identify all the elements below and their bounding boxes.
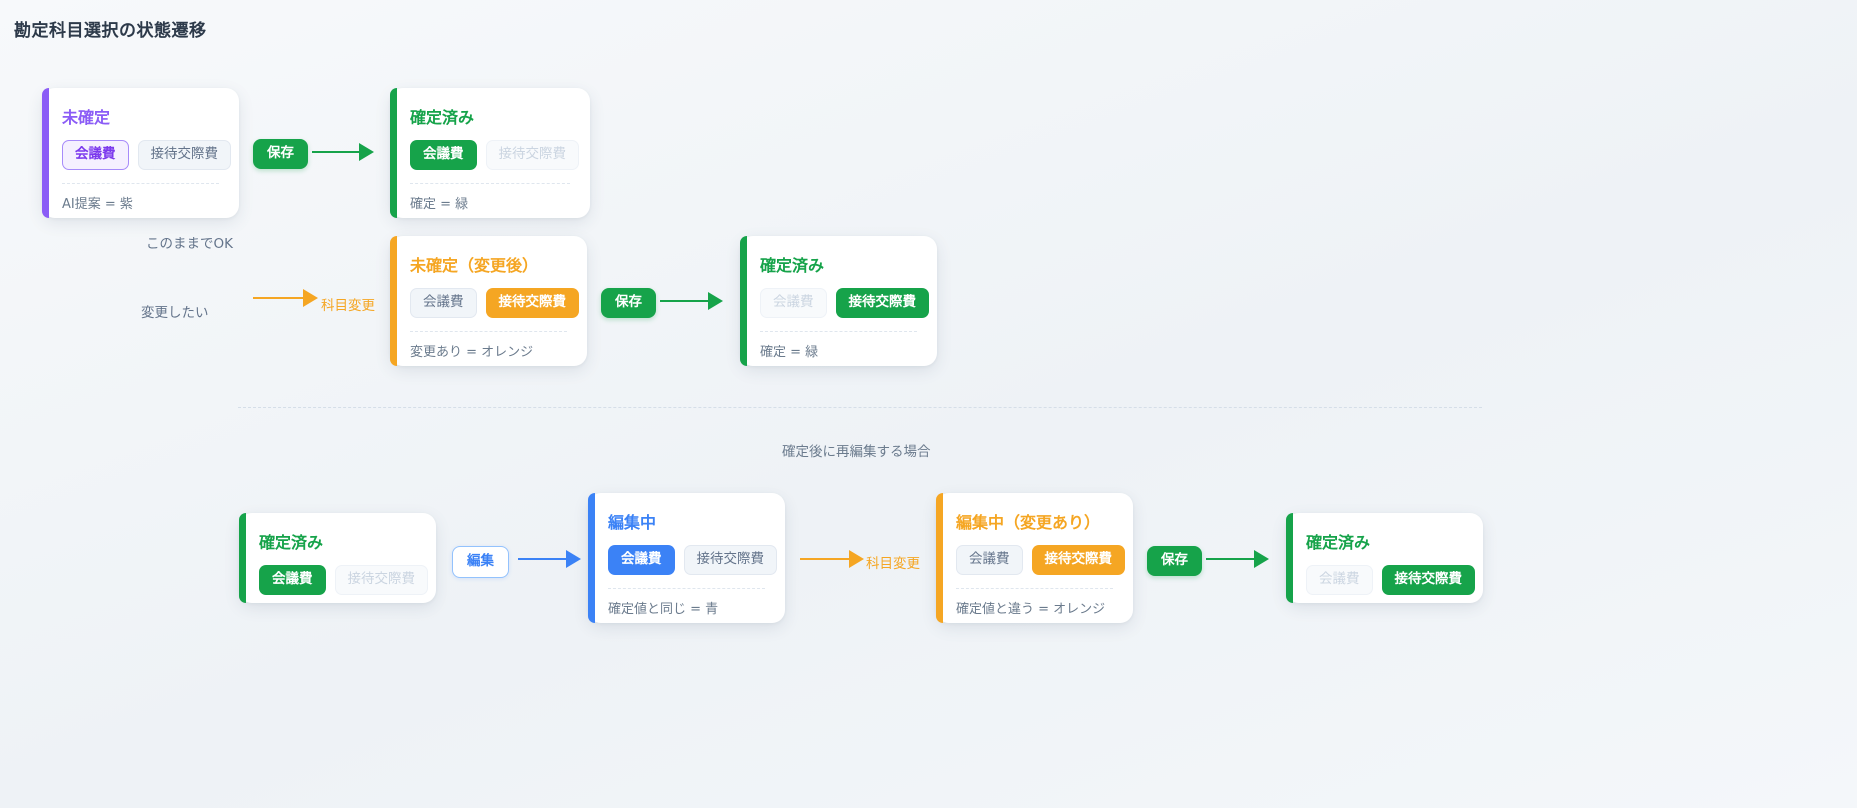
- card-divider: [62, 182, 219, 184]
- arrow-shaft: [312, 150, 359, 154]
- arrow-save-1: [312, 142, 374, 162]
- chip-kaigihi[interactable]: 会議費: [608, 545, 675, 575]
- chip-settaikousaihi[interactable]: 接待交際費: [485, 140, 579, 170]
- arrow-label-change-category-top: 科目変更: [321, 298, 375, 314]
- save-button-1[interactable]: 保存: [253, 139, 308, 169]
- arrow-save-2: [660, 291, 723, 311]
- chip-row: 会議費 接待交際費: [62, 140, 231, 170]
- card-note: 確定値と違う = オレンジ: [956, 601, 1106, 617]
- card-title: 確定済み: [760, 256, 825, 275]
- chip-kaigihi[interactable]: 会議費: [956, 545, 1023, 575]
- card-confirmed-top: 確定済み 会議費 接待交際費 確定 = 緑: [390, 88, 590, 218]
- card-unconfirmed: 未確定 会議費 接待交際費 AI提案 = 紫: [42, 88, 239, 218]
- chip-settaikousaihi[interactable]: 接待交際費: [1381, 565, 1475, 595]
- card-title: 確定済み: [1306, 533, 1371, 552]
- arrow-shaft: [253, 296, 303, 300]
- edit-button[interactable]: 編集: [452, 546, 509, 578]
- card-title: 未確定（変更後）: [410, 256, 539, 275]
- card-title: 編集中: [608, 513, 657, 532]
- card-divider: [956, 587, 1113, 589]
- card-note: 確定 = 緑: [760, 344, 819, 360]
- arrow-head: [303, 289, 318, 307]
- card-title: 未確定: [62, 108, 111, 127]
- save-button-2[interactable]: 保存: [601, 288, 656, 318]
- chip-settaikousaihi[interactable]: 接待交際費: [485, 288, 579, 318]
- card-divider: [760, 330, 917, 332]
- card-confirmed-middle: 確定済み 会議費 接待交際費 確定 = 緑: [740, 236, 937, 366]
- card-editing: 編集中 会議費 接待交際費 確定値と同じ = 青: [588, 493, 785, 623]
- arrow-change-category-bottom: [800, 549, 864, 569]
- chip-kaigihi[interactable]: 会議費: [760, 288, 827, 318]
- chip-row: 会議費 接待交際費: [410, 288, 579, 318]
- chip-kaigihi[interactable]: 会議費: [410, 140, 477, 170]
- page-title: 勘定科目選択の状態遷移: [14, 21, 207, 41]
- chip-row: 会議費 接待交際費: [410, 140, 579, 170]
- arrow-shaft: [660, 299, 708, 303]
- arrow-save-3: [1206, 549, 1269, 569]
- card-note: 変更あり = オレンジ: [410, 344, 534, 360]
- branch-label-ok: このままでOK: [146, 236, 233, 252]
- section-divider: [238, 407, 1482, 408]
- arrow-shaft: [518, 557, 566, 561]
- chip-kaigihi[interactable]: 会議費: [410, 288, 477, 318]
- chip-settaikousaihi[interactable]: 接待交際費: [683, 545, 777, 575]
- card-editing-changed: 編集中（変更あり） 会議費 接待交際費 確定値と違う = オレンジ: [936, 493, 1133, 623]
- branch-label-change: 変更したい: [141, 305, 209, 321]
- card-unconfirmed-changed: 未確定（変更後） 会議費 接待交際費 変更あり = オレンジ: [390, 236, 587, 366]
- chip-row: 会議費 接待交際費: [760, 288, 929, 318]
- card-divider: [410, 182, 570, 184]
- chip-settaikousaihi[interactable]: 接待交際費: [1031, 545, 1125, 575]
- save-button-3[interactable]: 保存: [1147, 546, 1202, 576]
- chip-row: 会議費 接待交際費: [608, 545, 777, 575]
- chip-settaikousaihi[interactable]: 接待交際費: [137, 140, 231, 170]
- chip-settaikousaihi[interactable]: 接待交際費: [835, 288, 929, 318]
- card-confirmed-start: 確定済み 会議費 接待交際費: [239, 513, 436, 603]
- card-note: AI提案 = 紫: [62, 196, 133, 212]
- arrow-head: [708, 292, 723, 310]
- card-confirmed-end: 確定済み 会議費 接待交際費: [1286, 513, 1483, 603]
- chip-row: 会議費 接待交際費: [259, 565, 428, 595]
- section-label-reedit: 確定後に再編集する場合: [782, 444, 931, 460]
- chip-kaigihi[interactable]: 会議費: [62, 140, 129, 170]
- arrow-edit: [518, 549, 581, 569]
- arrow-label-change-category-bottom: 科目変更: [866, 556, 920, 572]
- card-title: 編集中（変更あり）: [956, 513, 1101, 532]
- arrow-head: [359, 143, 374, 161]
- card-title: 確定済み: [410, 108, 475, 127]
- arrow-head: [566, 550, 581, 568]
- chip-row: 会議費 接待交際費: [1306, 565, 1475, 595]
- card-note: 確定 = 緑: [410, 196, 469, 212]
- card-title: 確定済み: [259, 533, 324, 552]
- card-divider: [410, 330, 567, 332]
- arrow-shaft: [1206, 557, 1254, 561]
- arrow-head: [849, 550, 864, 568]
- chip-kaigihi[interactable]: 会議費: [1306, 565, 1373, 595]
- arrow-shaft: [800, 557, 849, 561]
- card-divider: [608, 587, 765, 589]
- arrow-head: [1254, 550, 1269, 568]
- chip-settaikousaihi[interactable]: 接待交際費: [334, 565, 428, 595]
- chip-kaigihi[interactable]: 会議費: [259, 565, 326, 595]
- arrow-change-category-top: [253, 288, 318, 308]
- card-note: 確定値と同じ = 青: [608, 601, 719, 617]
- chip-row: 会議費 接待交際費: [956, 545, 1125, 575]
